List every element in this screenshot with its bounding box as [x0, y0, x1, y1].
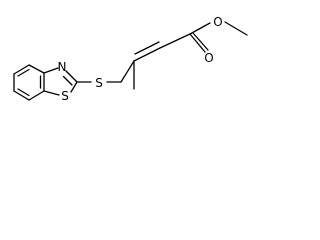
sulfur-atom-label: S: [61, 89, 69, 103]
bond: [13, 90, 30, 101]
bond: [189, 33, 206, 53]
bond: [62, 75, 73, 86]
oxygen-atom-label: O: [204, 51, 213, 65]
bond: [224, 21, 248, 36]
thiazole-ring: [43, 67, 78, 96]
benzene-ring: [13, 64, 45, 101]
bond: [13, 64, 30, 75]
bond: [28, 64, 45, 74]
bond: [189, 22, 211, 35]
bond: [70, 81, 78, 93]
bond: [17, 68, 30, 77]
oxygen-atom-label: O: [213, 15, 222, 29]
bond: [43, 90, 60, 96]
bond: [120, 60, 135, 83]
side-chain: [76, 21, 248, 90]
nitrogen-atom-label: N: [58, 60, 67, 74]
bond: [65, 70, 78, 83]
bond: [192, 32, 209, 51]
chemical-structure: N S S O O: [13, 15, 248, 103]
bond: [134, 41, 160, 55]
sulfur-atom-label: S: [95, 76, 103, 90]
bond: [43, 67, 59, 74]
bond: [159, 33, 191, 49]
bond: [133, 47, 161, 62]
bond: [28, 90, 45, 101]
bond: [17, 88, 30, 97]
